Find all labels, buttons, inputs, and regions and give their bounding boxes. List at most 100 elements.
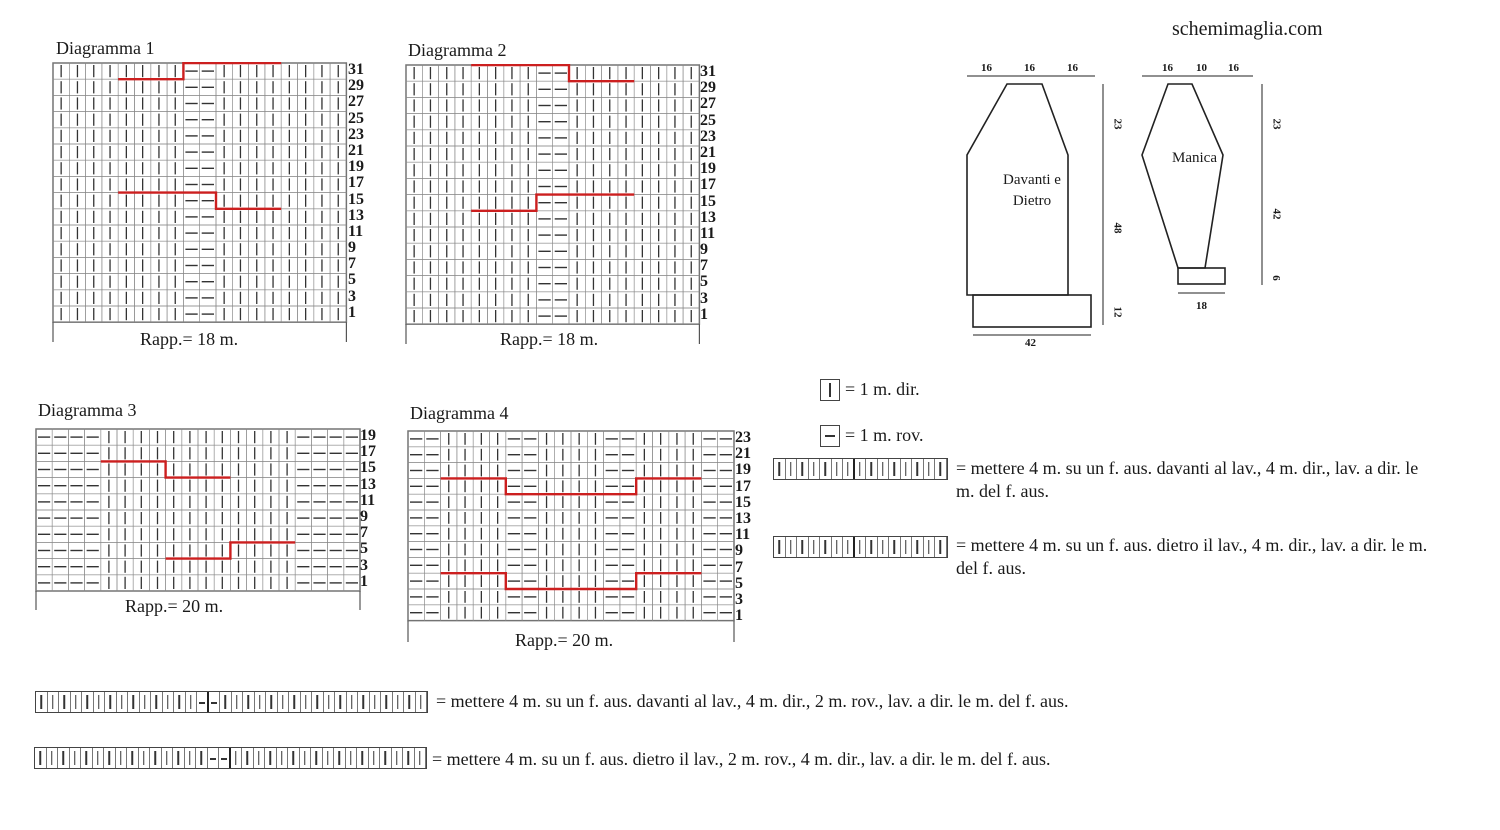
row-number: 9 <box>360 507 368 525</box>
row-number: 23 <box>700 127 716 145</box>
legend-cell <box>128 692 140 712</box>
legend-cell <box>289 692 301 712</box>
legend-cell <box>334 748 346 768</box>
legend-cell <box>809 537 820 557</box>
row-number: 11 <box>700 224 716 242</box>
row-number: 15 <box>735 493 751 511</box>
row-number: 5 <box>735 574 743 592</box>
legend-cell <box>277 748 288 768</box>
legend-cell <box>901 459 912 479</box>
legend-cell <box>243 692 255 712</box>
legend-cell <box>832 459 843 479</box>
legend-cell <box>820 537 832 557</box>
legend-cell <box>878 459 889 479</box>
legend-cell <box>403 748 415 768</box>
sleeve-height-2: 42 <box>1270 208 1283 220</box>
legend-cell <box>48 692 59 712</box>
legend-cell <box>70 748 81 768</box>
legend-cell <box>288 748 300 768</box>
legend-cell <box>174 692 186 712</box>
legend-cell <box>381 692 393 712</box>
legend-cell <box>393 692 404 712</box>
diagram-2-repeat: Rapp.= 18 m. <box>500 329 599 349</box>
row-number: 17 <box>348 174 364 192</box>
legend-cell <box>185 748 196 768</box>
row-number: 11 <box>360 491 376 509</box>
legend-cell <box>162 748 173 768</box>
garment-schematic <box>966 75 1263 336</box>
row-number: 29 <box>700 79 716 97</box>
row-number: 7 <box>735 558 743 576</box>
legend-cell <box>140 692 151 712</box>
legend-cell <box>163 692 174 712</box>
site-name: schemimaglia.com <box>1172 18 1323 40</box>
row-number: 25 <box>348 109 364 127</box>
knit-legend-text: = 1 m. dir. <box>845 379 920 399</box>
front-back-height-3: 12 <box>1111 306 1124 318</box>
legend-cell <box>369 748 380 768</box>
legend-cell <box>265 748 277 768</box>
legend-cell <box>254 748 265 768</box>
row-number: 31 <box>348 61 364 78</box>
legend-cell <box>912 459 924 479</box>
row-number: 11 <box>735 526 751 544</box>
legend-cell <box>866 459 878 479</box>
legend-cell <box>209 692 220 712</box>
front-back-rib <box>972 294 1092 328</box>
legend-cell <box>866 537 878 557</box>
diagram-2-title: Diagramma 2 <box>408 40 507 60</box>
row-number: 1 <box>348 303 356 321</box>
row-number: 21 <box>348 141 364 159</box>
sleeve-width-2: 10 <box>1196 62 1207 74</box>
legend-cell <box>173 748 185 768</box>
cable-front-10-text: = mettere 4 m. su un f. aus. davanti al … <box>436 691 1069 711</box>
front-back-label: Davanti e Dietro <box>1003 172 1061 209</box>
legend-cell <box>196 748 208 768</box>
row-number: 13 <box>348 206 364 224</box>
legend-cell <box>35 748 47 768</box>
legend-cell <box>935 537 947 557</box>
legend-cell <box>774 537 786 557</box>
legend-cell <box>242 748 254 768</box>
row-number: 13 <box>360 475 376 493</box>
legend-cell <box>924 459 935 479</box>
legend-cell <box>935 459 947 479</box>
row-number: 23 <box>348 125 364 143</box>
legend-cell <box>127 748 139 768</box>
diagram-3-title: Diagramma 3 <box>38 400 137 420</box>
sleeve-width-3: 16 <box>1228 62 1239 74</box>
legend-cell <box>774 459 786 479</box>
row-number: 21 <box>735 445 751 463</box>
legend-cell <box>266 692 278 712</box>
row-number: 19 <box>700 160 716 178</box>
row-number: 21 <box>700 143 716 161</box>
diagram-4-title: Diagramma 4 <box>410 403 509 423</box>
legend-cell <box>889 537 901 557</box>
row-number: 29 <box>348 77 364 95</box>
legend-cell <box>415 748 426 768</box>
legend-cell <box>786 537 797 557</box>
front-back-width-1: 16 <box>981 62 992 74</box>
legend-cell <box>901 537 912 557</box>
row-number: 7 <box>360 524 368 542</box>
row-number: 7 <box>700 257 708 275</box>
legend-cell <box>312 692 324 712</box>
legend-cell <box>150 748 162 768</box>
legend-cell <box>208 748 219 768</box>
diagram-1-title: Diagramma 1 <box>56 38 155 58</box>
row-number: 23 <box>735 429 751 446</box>
diagram-1-repeat: Rapp.= 18 m. <box>140 329 239 349</box>
row-number: 17 <box>735 477 751 495</box>
legend-cell <box>58 748 70 768</box>
legend-cell <box>71 692 82 712</box>
row-number: 1 <box>700 305 708 323</box>
diagram-3-grid <box>35 428 361 610</box>
row-number: 3 <box>360 556 368 574</box>
row-number: 13 <box>735 509 751 527</box>
diagram-4-repeat: Rapp.= 20 m. <box>515 630 614 650</box>
legend-cell <box>347 692 358 712</box>
cable-back-8-text: = mettere 4 m. su un f. aus. dietro il l… <box>956 535 1428 578</box>
legend-cell <box>151 692 163 712</box>
row-number: 15 <box>348 190 364 208</box>
